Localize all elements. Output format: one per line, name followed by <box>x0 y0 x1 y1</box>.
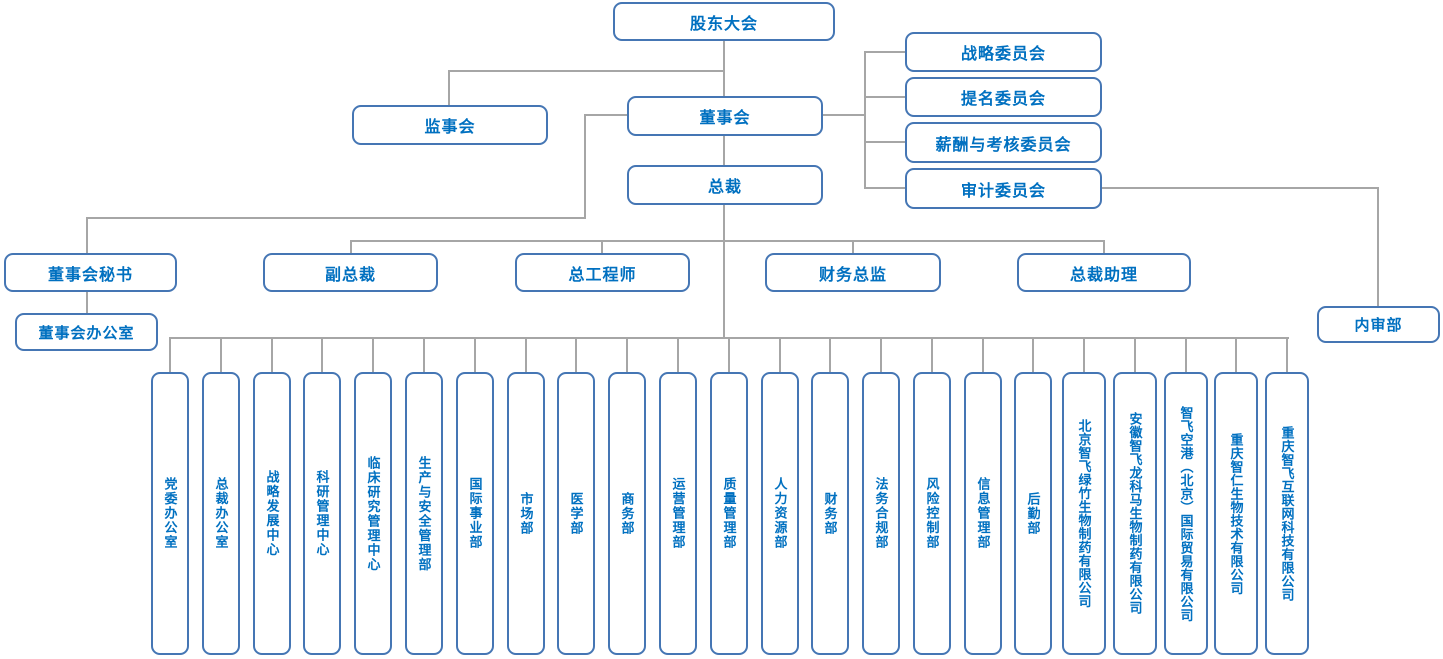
connector-committee-stub-2 <box>864 96 905 98</box>
node-dept-hr: 人力资源部 <box>761 372 799 655</box>
connector-dept-drop <box>372 337 374 373</box>
connector-dept-drop <box>779 337 781 373</box>
node-dept-legal-compliance: 法务合规部 <box>862 372 900 655</box>
connector-dept-drop <box>626 337 628 373</box>
node-dept-operations: 运营管理部 <box>659 372 697 655</box>
connector-board-left <box>586 114 627 116</box>
connector-supervisory-branch <box>448 70 725 72</box>
connector-audit-h <box>1102 187 1379 189</box>
node-dept-quality: 质量管理部 <box>710 372 748 655</box>
connector-secretary-h <box>86 217 586 219</box>
connector-dept-drop <box>880 337 882 373</box>
connector-dept-drop <box>271 337 273 373</box>
node-dept-information: 信息管理部 <box>964 372 1002 655</box>
connector-dept-drop <box>931 337 933 373</box>
connector-board-committee <box>823 114 866 116</box>
node-dept-commerce: 商务部 <box>608 372 646 655</box>
node-internal-audit: 内审部 <box>1317 306 1440 343</box>
connector-dept-drop <box>321 337 323 373</box>
connector-dept-drop <box>220 337 222 373</box>
node-board-secretary: 董事会秘书 <box>4 253 177 292</box>
connector-dept-drop <box>423 337 425 373</box>
connector-dept-drop <box>982 337 984 373</box>
connector-dept-drop <box>525 337 527 373</box>
connector-dept-drop <box>1032 337 1034 373</box>
connector-committee-stub-1 <box>864 51 905 53</box>
node-audit-committee: 审计委员会 <box>905 168 1102 209</box>
connector-president-down <box>723 205 725 339</box>
connector-drop-chief-engineer <box>601 240 603 254</box>
connector-dept-drop <box>1235 337 1237 373</box>
node-board-of-directors: 董事会 <box>627 96 823 136</box>
node-strategy-committee: 战略委员会 <box>905 32 1102 72</box>
connector-drop-vp <box>350 240 352 254</box>
connector-dept-drop <box>474 337 476 373</box>
connector-board-president <box>723 136 725 166</box>
node-cfo: 财务总监 <box>765 253 941 292</box>
node-board-office: 董事会办公室 <box>15 313 158 351</box>
node-dept-international: 国际事业部 <box>456 372 494 655</box>
connector-shareholders-board <box>723 40 725 96</box>
node-subsidiary-beijing-lvzhu: 北京智飞绿竹生物制药有限公司 <box>1062 372 1106 655</box>
node-subsidiary-chongqing-internet: 重庆智飞互联网科技有限公司 <box>1265 372 1309 655</box>
node-president-assistant: 总裁助理 <box>1017 253 1191 292</box>
node-dept-party-office: 党委办公室 <box>151 372 189 655</box>
node-dept-logistics: 后勤部 <box>1014 372 1052 655</box>
node-dept-medical: 医学部 <box>557 372 595 655</box>
connector-dept-drop <box>728 337 730 373</box>
connector-dept-drop <box>677 337 679 373</box>
node-dept-finance: 财务部 <box>811 372 849 655</box>
node-dept-risk-control: 风险控制部 <box>913 372 951 655</box>
node-dept-production-safety: 生产与安全管理部 <box>405 372 443 655</box>
connector-dept-drop <box>829 337 831 373</box>
connector-dept-drop <box>1286 337 1288 373</box>
connector-audit-drop <box>1377 187 1379 307</box>
connector-executive-bus <box>350 240 1105 242</box>
node-dept-marketing: 市场部 <box>507 372 545 655</box>
node-dept-president-office: 总裁办公室 <box>202 372 240 655</box>
node-dept-clinical-research-center: 临床研究管理中心 <box>354 372 392 655</box>
node-subsidiary-anhui-longcom: 安徽智飞龙科马生物制药有限公司 <box>1113 372 1157 655</box>
node-vice-president: 副总裁 <box>263 253 438 292</box>
connector-dept-drop <box>1185 337 1187 373</box>
connector-dept-drop <box>575 337 577 373</box>
connector-drop-cfo <box>852 240 854 254</box>
node-supervisory-board: 监事会 <box>352 105 548 145</box>
connector-dept-drop <box>169 337 171 373</box>
connector-committee-stub-3 <box>864 141 905 143</box>
connector-supervisory-drop <box>448 70 450 106</box>
node-subsidiary-konggang-trade: 智飞空港（北京）国际贸易有限公司 <box>1164 372 1208 655</box>
connector-committee-stub-4 <box>864 187 905 189</box>
node-chief-engineer: 总工程师 <box>515 253 690 292</box>
node-remuneration-committee: 薪酬与考核委员会 <box>905 122 1102 163</box>
node-subsidiary-chongqing-zhiren: 重庆智仁生物技术有限公司 <box>1214 372 1258 655</box>
connector-committee-spine <box>864 51 866 189</box>
connector-secretary-office <box>86 292 88 313</box>
node-nomination-committee: 提名委员会 <box>905 77 1102 117</box>
connector-dept-drop <box>1134 337 1136 373</box>
connector-secretary-v1 <box>584 114 586 219</box>
connector-secretary-drop <box>86 217 88 254</box>
node-shareholders-meeting: 股东大会 <box>613 2 835 41</box>
connector-dept-drop <box>1083 337 1085 373</box>
node-dept-strategy-center: 战略发展中心 <box>253 372 291 655</box>
node-dept-research-mgmt-center: 科研管理中心 <box>303 372 341 655</box>
node-president: 总裁 <box>627 165 823 205</box>
connector-drop-assistant <box>1103 240 1105 254</box>
